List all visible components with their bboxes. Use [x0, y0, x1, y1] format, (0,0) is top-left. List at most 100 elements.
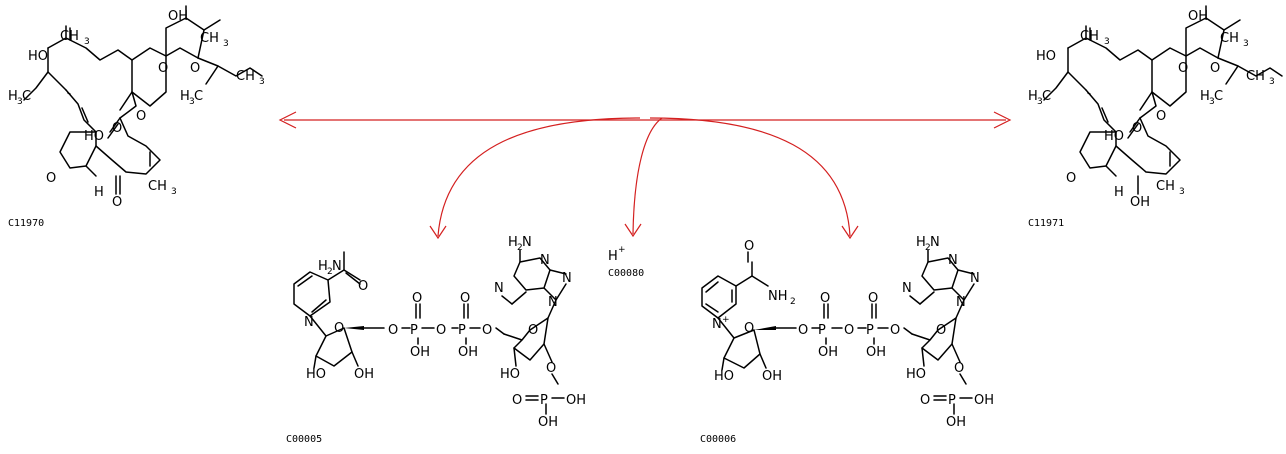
atom-label: O	[936, 323, 946, 338]
atom-label: O	[920, 393, 930, 408]
atom-label: O	[798, 323, 808, 338]
arrowhead-c00006	[841, 225, 859, 240]
atom-label: 3	[17, 97, 23, 107]
atom-label: O	[412, 291, 422, 306]
atom-label: OH	[974, 393, 994, 408]
atom-label: HO	[714, 369, 734, 384]
atom-label: 3	[171, 187, 177, 197]
atom-label: HO	[1104, 129, 1124, 144]
atom-label: H	[1114, 185, 1124, 200]
atom-label: 3	[1243, 39, 1249, 49]
compound-c00080: H + C00080	[608, 245, 644, 279]
atom-label: CH	[60, 29, 79, 44]
atom-label: 3	[1104, 37, 1110, 47]
atom-label: CH	[1080, 29, 1099, 44]
atom-label: O	[388, 323, 398, 338]
atom-label: N	[332, 259, 342, 274]
atom-label: HO	[500, 367, 520, 382]
curved-arrow-to-c00005	[437, 117, 641, 237]
atom-label: P	[458, 323, 466, 338]
atom-label: O	[844, 323, 854, 338]
atom-label: OH	[1188, 9, 1208, 24]
atom-label: 3	[1037, 97, 1043, 107]
atom-label: P	[866, 323, 874, 338]
atom-label: OH	[818, 345, 838, 360]
atom-label: N	[970, 271, 980, 286]
atom-label: O	[512, 393, 522, 408]
arrowhead-right	[993, 111, 1012, 129]
atom-label: OH	[354, 367, 374, 382]
atom-label: O	[1210, 61, 1220, 76]
atom-label: H	[180, 89, 190, 104]
atom-label: CH	[1220, 31, 1239, 46]
compound-id-c00006: C00006	[700, 434, 736, 445]
atom-label: NH	[768, 289, 788, 304]
atom-label: CH	[148, 179, 167, 194]
atom-label: 3	[189, 97, 195, 107]
atom-label: N	[930, 235, 940, 250]
atom-label: H	[1200, 89, 1210, 104]
atom-label: O	[334, 321, 344, 336]
atom-label: O	[546, 361, 556, 376]
atom-label: HO	[906, 367, 926, 382]
atom-label: OH	[168, 9, 188, 24]
compound-id-c00080: C00080	[608, 268, 644, 279]
proton-formula: H	[608, 249, 618, 264]
proton-charge: +	[618, 245, 626, 255]
atom-label: N	[304, 315, 314, 330]
atom-label: O	[436, 323, 446, 338]
atom-label: O	[190, 61, 200, 76]
atom-label: N	[540, 253, 550, 268]
atom-label: O	[1178, 61, 1188, 76]
atom-label: H	[916, 235, 926, 250]
atom-label: C	[22, 89, 31, 104]
atom-label: C	[1042, 89, 1051, 104]
atom-label: O	[158, 61, 168, 76]
atom-label: CH	[1246, 69, 1265, 84]
atom-label: O	[46, 171, 56, 186]
atom-label: CH	[200, 31, 219, 46]
atom-label: N	[494, 281, 504, 296]
atom-label: O	[1066, 171, 1076, 186]
atom-label: 2	[517, 243, 523, 253]
atom-label: C	[194, 89, 203, 104]
atom-label: O	[482, 323, 492, 338]
atom-label: O	[744, 239, 754, 254]
atom-label: O	[528, 323, 538, 338]
compound-id-c11971: C11971	[1028, 218, 1064, 229]
atom-label: O	[1132, 121, 1142, 136]
atom-label: N	[712, 317, 722, 332]
atom-label: O	[358, 279, 368, 294]
atom-label: O	[112, 121, 122, 136]
atom-label: O	[112, 195, 122, 210]
atom-label: N	[562, 271, 572, 286]
atom-label: H	[508, 235, 518, 250]
compound-id-c11970: C11970	[8, 218, 44, 229]
atom-label: O	[1156, 109, 1166, 124]
arrowhead-left	[278, 111, 297, 129]
atom-label: OH	[1130, 195, 1150, 210]
compound-c11971: OH HO CH 3 CH 3 O O CH 3 H 3 C H 3 C O O…	[1028, 5, 1283, 229]
atom-label: O	[136, 109, 146, 124]
atom-label: C	[1214, 89, 1223, 104]
atom-label: 3	[223, 39, 229, 49]
curved-arrow-to-c00080	[632, 117, 663, 235]
compound-c00005: H 2 N O N O O P O OH O P O OH O O HO OH …	[286, 235, 586, 445]
atom-label: N	[948, 253, 958, 268]
atom-label: 2	[925, 243, 931, 253]
atom-label: O	[820, 291, 830, 306]
atom-label: H	[318, 259, 328, 274]
atom-label: H	[8, 89, 18, 104]
atom-label: OH	[458, 345, 478, 360]
atom-label: N	[956, 295, 966, 310]
atom-label: N	[548, 295, 558, 310]
atom-label: 3	[1179, 187, 1185, 197]
atom-label: H	[1028, 89, 1038, 104]
atom-label: HO	[306, 367, 326, 382]
atom-label: OH	[866, 345, 886, 360]
atom-label: 3	[1269, 77, 1275, 87]
atom-label: HO	[1036, 49, 1056, 64]
atom-label: OH	[566, 393, 586, 408]
